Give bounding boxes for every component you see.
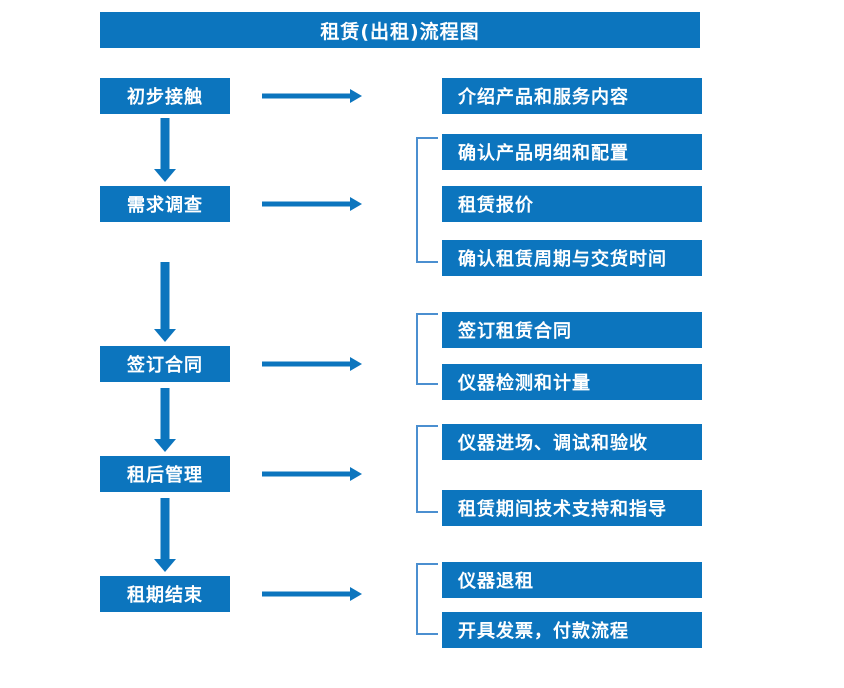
detail-box-1[interactable]: 介绍产品和服务内容 xyxy=(442,78,702,114)
detail-box-7[interactable]: 仪器进场、调试和验收 xyxy=(442,424,702,460)
arrow-line xyxy=(262,361,352,367)
group-bracket-2 xyxy=(416,313,438,385)
arrow-head xyxy=(154,439,176,452)
horizontal-arrow-2 xyxy=(262,197,362,211)
group-bracket-1 xyxy=(416,137,438,263)
horizontal-arrow-1 xyxy=(262,89,362,103)
stage-box-4[interactable]: 租后管理 xyxy=(100,456,230,492)
arrow-shaft xyxy=(160,262,170,329)
arrow-head xyxy=(350,197,362,211)
arrow-line xyxy=(262,201,352,207)
stage-box-3[interactable]: 签订合同 xyxy=(100,346,230,382)
stage-box-5[interactable]: 租期结束 xyxy=(100,576,230,612)
detail-box-8[interactable]: 租赁期间技术支持和指导 xyxy=(442,490,702,526)
arrow-shaft xyxy=(160,498,170,559)
arrow-head xyxy=(350,587,362,601)
arrow-line xyxy=(262,93,352,99)
vertical-arrow-3 xyxy=(152,388,178,452)
detail-box-4[interactable]: 确认租赁周期与交货时间 xyxy=(442,240,702,276)
vertical-arrow-4 xyxy=(152,498,178,572)
arrow-shaft xyxy=(160,388,170,439)
arrow-line xyxy=(262,591,352,597)
group-bracket-3 xyxy=(416,425,438,513)
arrow-head xyxy=(350,357,362,371)
horizontal-arrow-3 xyxy=(262,357,362,371)
detail-box-10[interactable]: 开具发票，付款流程 xyxy=(442,612,702,648)
arrow-head xyxy=(154,169,176,182)
vertical-arrow-1 xyxy=(152,118,178,182)
diagram-title: 租赁(出租)流程图 xyxy=(100,12,700,48)
group-bracket-4 xyxy=(416,563,438,635)
vertical-arrow-2 xyxy=(152,262,178,342)
detail-box-3[interactable]: 租赁报价 xyxy=(442,186,702,222)
stage-box-2[interactable]: 需求调查 xyxy=(100,186,230,222)
arrow-line xyxy=(262,471,352,477)
detail-box-6[interactable]: 仪器检测和计量 xyxy=(442,364,702,400)
arrow-head xyxy=(154,559,176,572)
horizontal-arrow-5 xyxy=(262,587,362,601)
detail-box-9[interactable]: 仪器退租 xyxy=(442,562,702,598)
detail-box-5[interactable]: 签订租赁合同 xyxy=(442,312,702,348)
arrow-head xyxy=(350,89,362,103)
horizontal-arrow-4 xyxy=(262,467,362,481)
arrow-shaft xyxy=(160,118,170,169)
arrow-head xyxy=(350,467,362,481)
arrow-head xyxy=(154,329,176,342)
stage-box-1[interactable]: 初步接触 xyxy=(100,78,230,114)
detail-box-2[interactable]: 确认产品明细和配置 xyxy=(442,134,702,170)
